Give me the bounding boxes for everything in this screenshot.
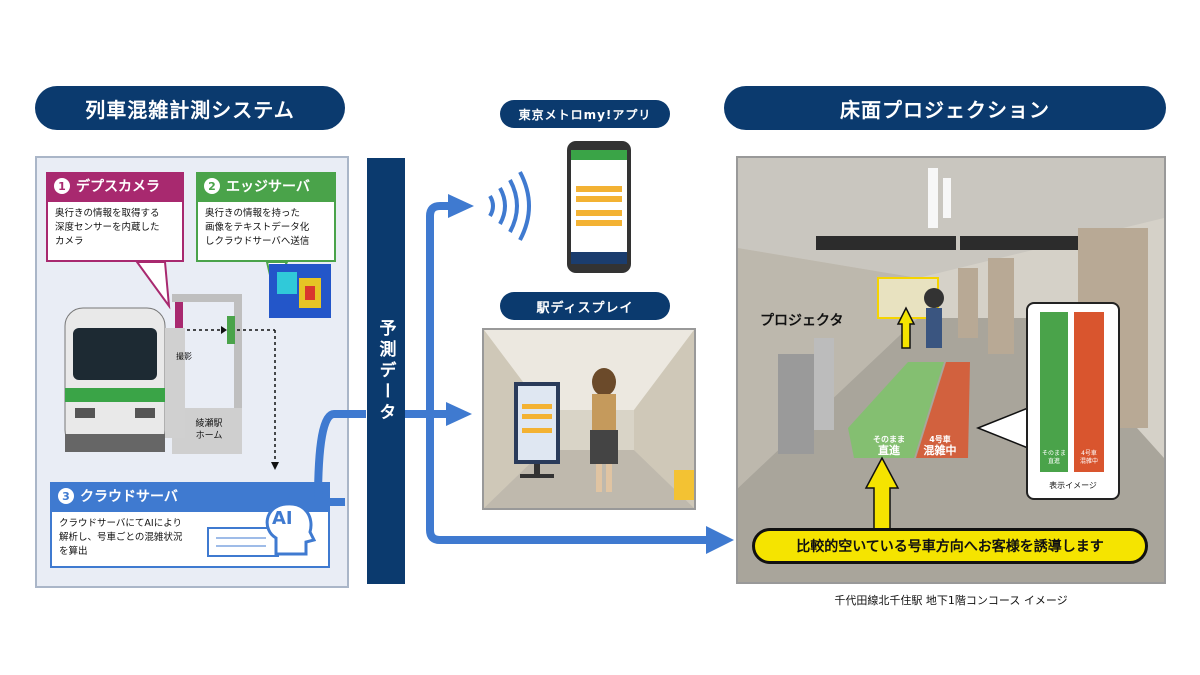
inset-green-lane [1040,312,1068,472]
depth-camera-description: 奥行きの情報を取得する 深度センサーを内蔵した カメラ [46,200,184,262]
floor-green-line: 直進 [878,444,900,457]
train-illustration [64,261,331,470]
inset-caption: 表示イメージ [1049,481,1097,490]
station-label: 綾瀬駅 ホーム [174,418,244,442]
system-title: 列車混雑計測システム [35,86,345,130]
cloud-server-desc-line: 解析し、号車ごとの混雑状況 [59,532,183,543]
inset-orange-text: 4号車 混雑中 [1074,450,1104,466]
floor-orange-line: 混雑中 [923,444,957,457]
cloud-server-label: クラウドサーバ [80,489,178,505]
platform-illustration [484,330,694,508]
scene-caption: 千代田線北千住駅 地下1階コンコース イメージ [834,594,1068,607]
shoot-label: 撮影 [176,352,192,361]
edge-server-desc-line: 画像をテキストデータ化 [205,222,310,233]
edge-server-number: 2 [204,178,220,194]
edge-server-label: エッジサーバ [226,179,310,195]
projection-title: 床面プロジェクション [724,86,1166,130]
floor-orange-line: 4号車 [929,435,951,444]
ai-label: AI [272,508,293,529]
inset-orange-lane [1074,312,1104,472]
inset-green-line: 直進 [1047,458,1060,465]
depth-camera-desc-line: 奥行きの情報を取得する [55,208,160,219]
edge-server-badge: 2 エッジサーバ [196,172,336,200]
inset-orange-line: 4号車 [1081,450,1097,457]
depth-camera-number: 1 [54,178,70,194]
station-name: 綾瀬駅 [195,419,223,429]
floor-green-text: そのまま 直進 [864,434,914,456]
edge-server-description: 奥行きの情報を持った 画像をテキストデータ化 しクラウドサーバへ送信 [196,200,336,262]
depth-camera-label: デプスカメラ [76,179,160,195]
inset-orange-line: 混雑中 [1079,458,1098,465]
depth-camera-badge: 1 デプスカメラ [46,172,184,200]
ai-head-icon [207,502,316,557]
depth-camera-desc-line: カメラ [55,236,84,247]
depth-camera-desc-line: 深度センサーを内蔵した [55,222,160,233]
inset-green-line: そのまま [1041,450,1066,457]
display-image-inset: そのまま 直進 4号車 混雑中 表示イメージ [1026,302,1120,500]
app-title: 東京メトロmy!アプリ [500,100,670,128]
cloud-server-desc-line: クラウドサーバにてAIにより [59,518,183,529]
station-display-title: 駅ディスプレイ [500,292,670,320]
floor-green-line: そのまま [873,435,905,444]
forecast-data-bar: 予測データ [367,158,405,584]
station-display-scene [482,328,696,510]
smartphone-icon [567,141,631,273]
edge-server-desc-line: 奥行きの情報を持った [205,208,301,219]
inset-green-text: そのまま 直進 [1038,450,1070,466]
projector-label: プロジェクタ [760,313,844,329]
cloud-server-number: 3 [58,488,74,504]
edge-server-desc-line: しクラウドサーバへ送信 [205,236,310,247]
station-platform: ホーム [195,431,223,441]
cloud-server-desc-line: を算出 [59,546,88,557]
guidance-banner: 比較的空いている号車方向へお客様を誘導します [752,528,1148,564]
floor-orange-text: 4号車 混雑中 [915,434,965,456]
